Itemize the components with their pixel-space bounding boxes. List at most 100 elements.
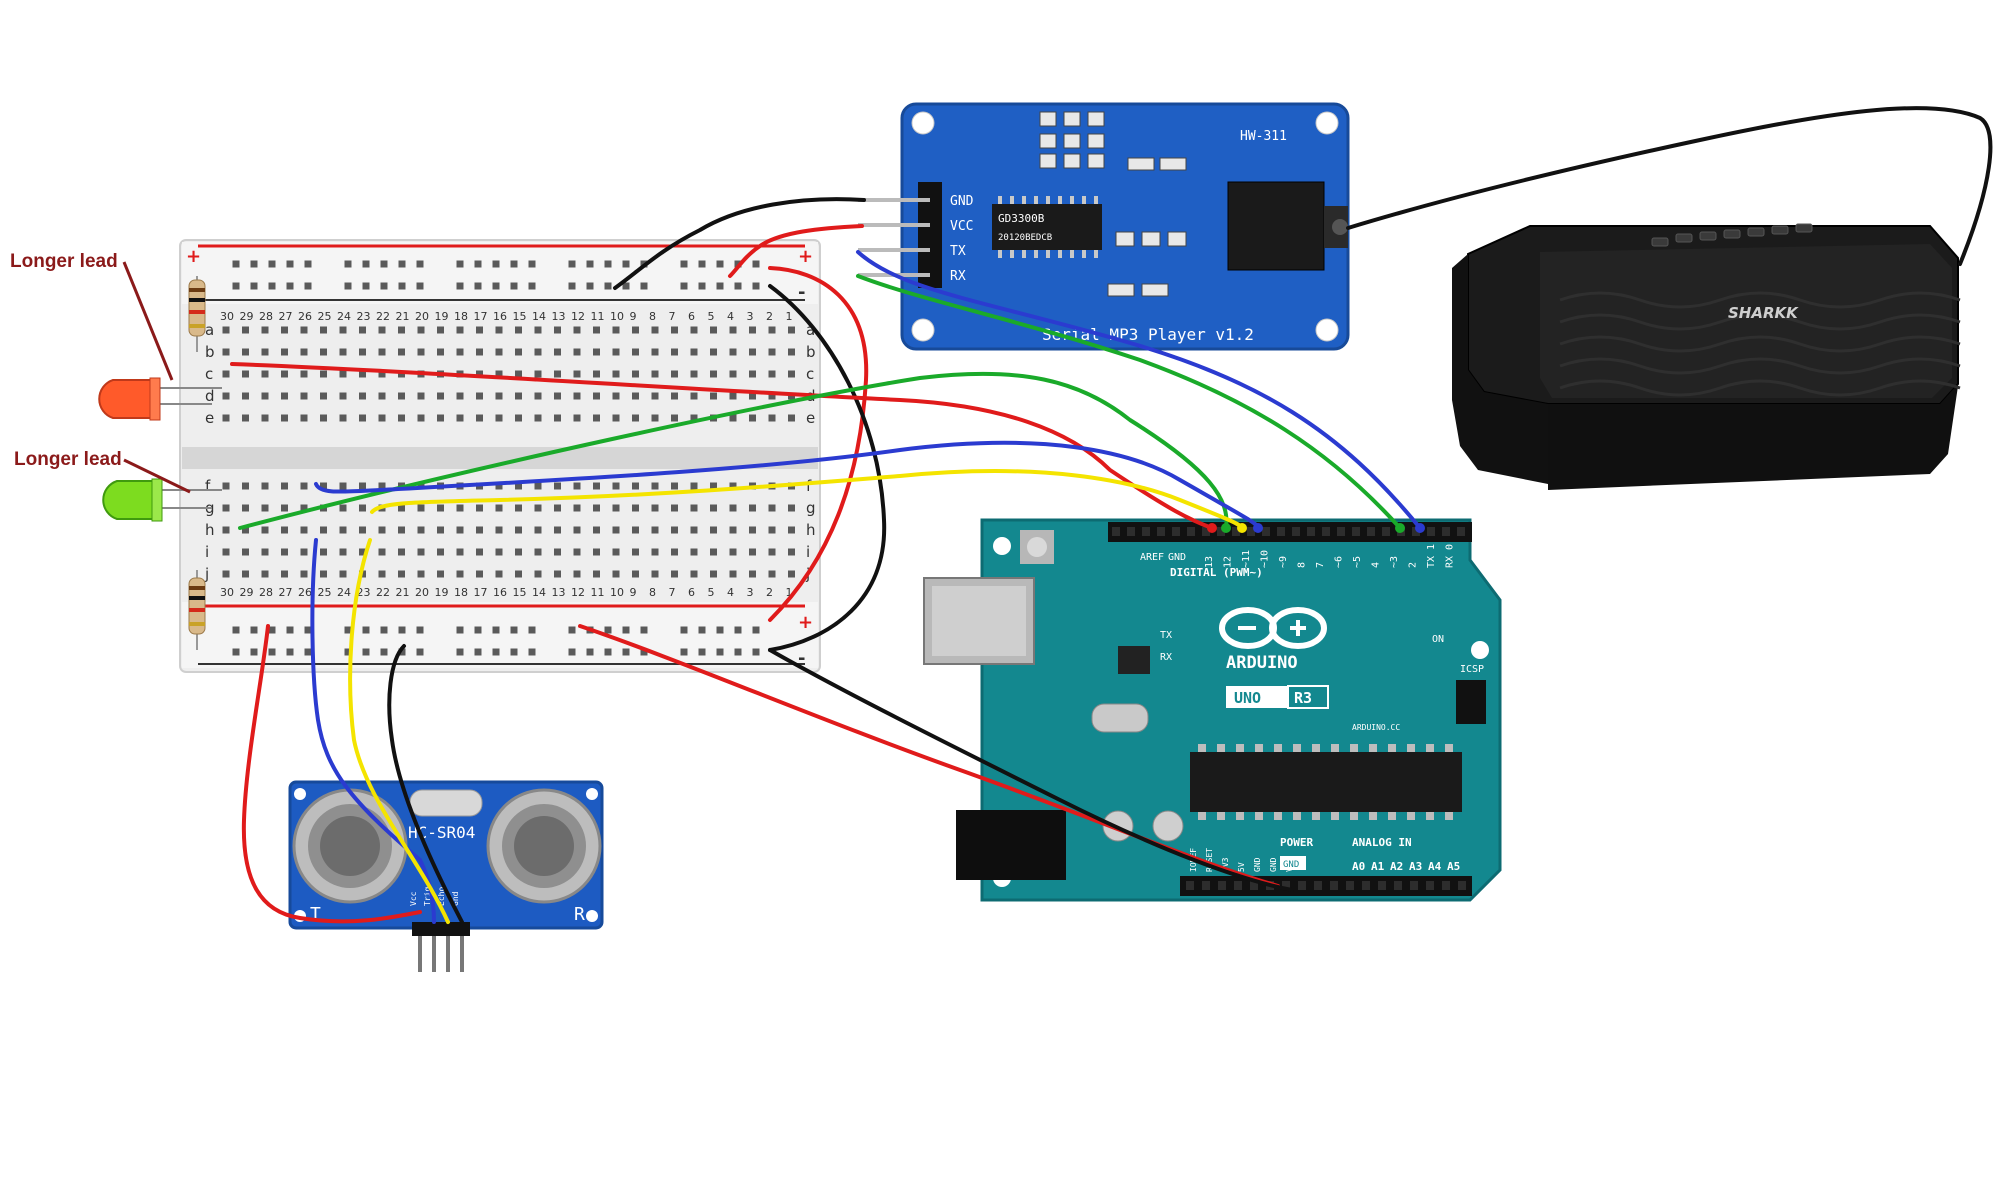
row-letter: a: [205, 321, 214, 339]
breadboard-hole: [456, 326, 464, 334]
header-hole: [1202, 527, 1210, 536]
callout-top-label: Longer lead: [10, 251, 118, 272]
column-number: 6: [688, 586, 695, 599]
breadboard-hole: [515, 326, 522, 334]
rail-hole: [456, 648, 464, 656]
mp3-chip-code: 20120BEDCB: [998, 233, 1052, 243]
mcu-pin: [1198, 812, 1206, 820]
breadboard-hole: [593, 526, 600, 534]
breadboard-hole: [222, 570, 230, 578]
breadboard-hole: [417, 348, 425, 356]
breadboard-hole: [339, 348, 347, 356]
breadboard-hole: [651, 370, 659, 378]
breadboard-hole: [378, 392, 386, 400]
rail-hole: [362, 648, 370, 656]
digital-pin-label: 2: [1408, 562, 1419, 568]
breadboard-hole: [671, 504, 678, 512]
row-letter: i: [806, 543, 810, 561]
column-number: 8: [649, 586, 656, 599]
breadboard-hole: [378, 326, 386, 334]
breadboard-hole: [554, 326, 561, 334]
mp3-pin-gnd: GND: [950, 194, 974, 209]
column-number: 2: [766, 586, 773, 599]
rail-hole: [304, 626, 312, 634]
column-number: 7: [669, 586, 676, 599]
header-hole: [1218, 881, 1226, 890]
column-number: 20: [415, 310, 429, 323]
column-number: 12: [571, 586, 585, 599]
rail-hole: [380, 260, 388, 268]
breadboard-hole: [612, 526, 620, 534]
breadboard-hole: [768, 414, 776, 422]
breadboard-hole: [261, 348, 269, 356]
rail-hole: [344, 282, 352, 290]
header-hole: [1367, 527, 1375, 536]
mp3-pin-vcc: VCC: [950, 219, 973, 234]
breadboard-hole: [573, 348, 581, 356]
breadboard-hole: [242, 370, 249, 378]
column-number: 14: [532, 310, 546, 323]
column-number: 27: [279, 310, 293, 323]
breadboard-hole: [398, 348, 405, 356]
breadboard-hole: [261, 526, 269, 534]
breadboard-hole: [222, 504, 230, 512]
header-hole: [1410, 881, 1418, 890]
mcu-pin: [1445, 744, 1453, 752]
breadboard-hole: [515, 548, 522, 556]
breadboard-hole: [671, 526, 678, 534]
breadboard-hole: [281, 482, 288, 490]
rail-hole: [716, 626, 724, 634]
rail-hole: [286, 282, 294, 290]
breadboard-hole: [554, 392, 561, 400]
rail-hole: [398, 260, 406, 268]
breadboard-hole: [651, 414, 659, 422]
sensor-pin-label: Echo: [437, 887, 446, 906]
column-number: 2: [766, 310, 773, 323]
breadboard-hole: [281, 526, 288, 534]
icsp-label: ICSP: [1460, 664, 1484, 675]
breadboard-hole: [495, 326, 503, 334]
breadboard-hole: [320, 370, 327, 378]
sensor-label-t: T: [310, 904, 321, 925]
breadboard-hole: [398, 548, 405, 556]
breadboard-hole: [456, 348, 464, 356]
breadboard-hole: [690, 414, 698, 422]
breadboard-hole: [593, 548, 600, 556]
wire-black-gnd: [768, 648, 1294, 892]
breadboard-hole: [515, 526, 522, 534]
column-number: 30: [220, 310, 234, 323]
rail-hole: [268, 282, 276, 290]
breadboard-hole: [729, 326, 737, 334]
breadboard-hole: [710, 348, 717, 356]
breadboard-hole: [222, 526, 230, 534]
mcu-pin: [1350, 812, 1358, 820]
wire-black-speaker: [1346, 106, 1993, 266]
breadboard-hole: [632, 570, 639, 578]
breadboard-hole: [534, 482, 542, 490]
breadboard-hole: [554, 414, 561, 422]
rail-hole: [492, 626, 500, 634]
breadboard-hole: [476, 414, 483, 422]
rail-hole: [734, 626, 742, 634]
breadboard-hole: [281, 504, 288, 512]
digital-pin-label: 7: [1315, 562, 1326, 568]
breadboard-hole: [690, 348, 698, 356]
wire-green-mp3-rx: [856, 274, 1402, 530]
column-number: 23: [357, 310, 371, 323]
breadboard-hole: [788, 526, 795, 534]
rail-hole: [640, 626, 648, 634]
wire-blue-sensor: [310, 538, 436, 924]
breadboard-hole: [710, 526, 717, 534]
rail-hole: [586, 282, 594, 290]
mp3-pin-tx: TX: [950, 244, 966, 259]
breadboard-hole: [437, 526, 444, 534]
wire-blue-echo: [314, 440, 1260, 530]
breadboard-hole: [690, 504, 698, 512]
digital-header-label: DIGITAL (PWM~): [1170, 566, 1263, 579]
breadboard-hole: [710, 370, 717, 378]
digital-pin-label: 4: [1371, 562, 1382, 568]
row-letter: e: [205, 409, 214, 427]
mp3-pin-rx: RX: [950, 269, 966, 284]
column-number: 11: [591, 586, 605, 599]
breadboard-hole: [437, 570, 444, 578]
